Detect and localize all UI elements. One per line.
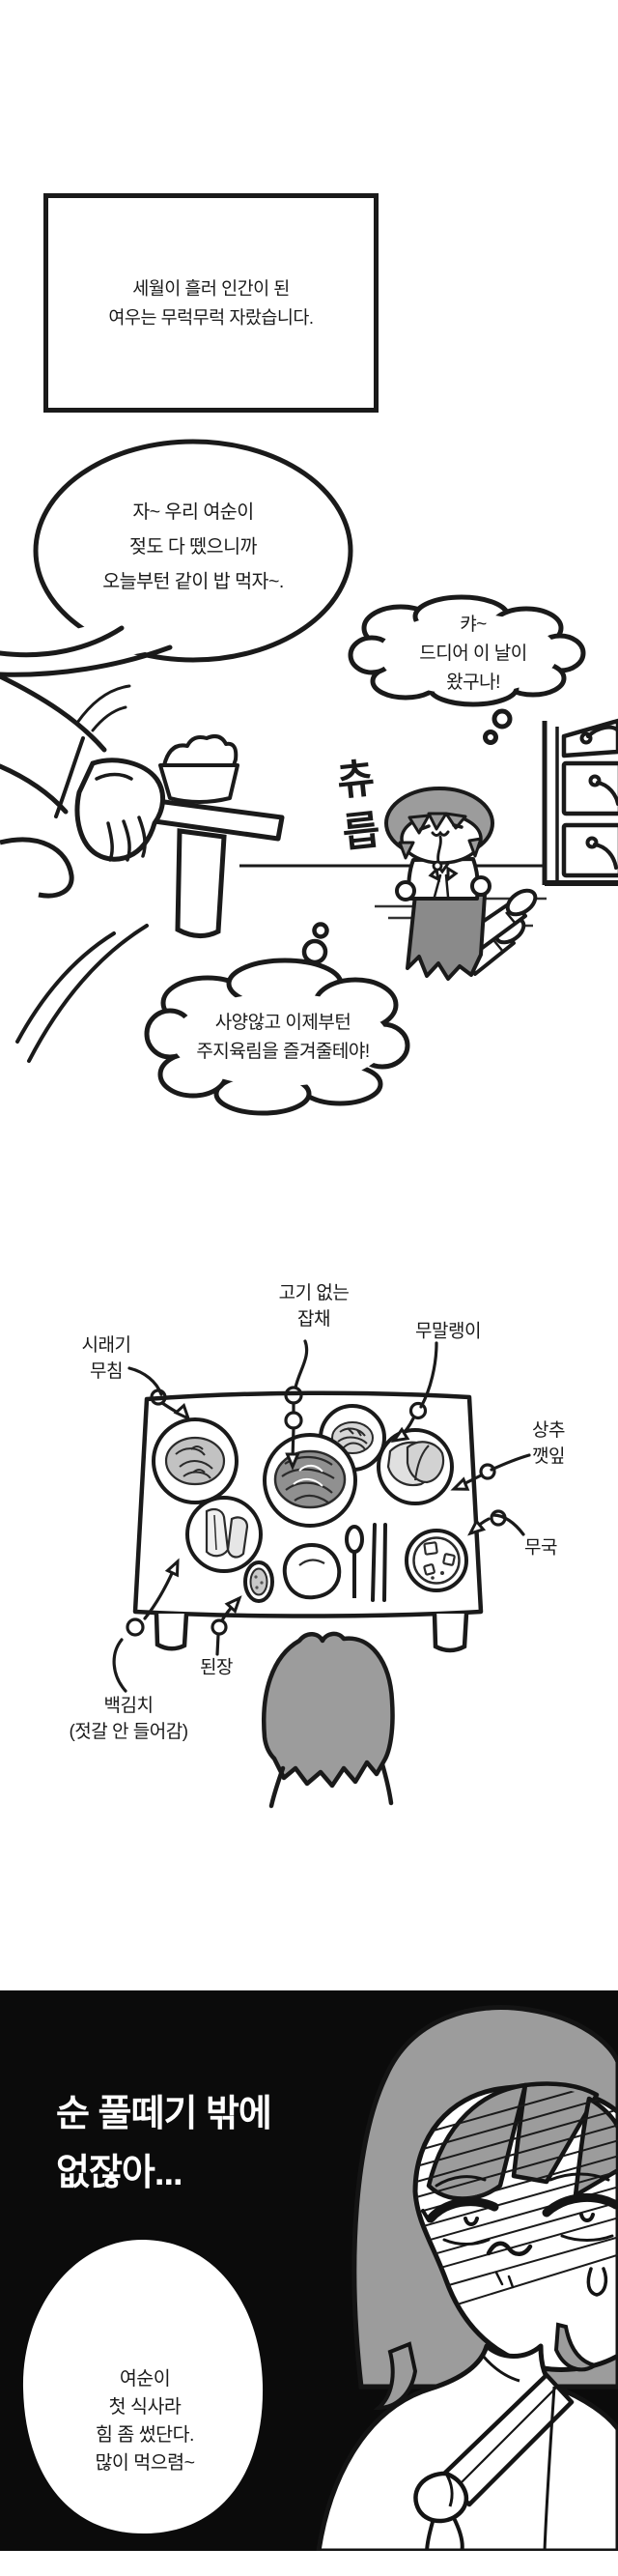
diagram-arrows bbox=[112, 1339, 531, 1693]
narration-text: 세월이 흘러 인간이 된 여우는 무럭무럭 자랐습니다. bbox=[108, 277, 314, 328]
chibi-face-features bbox=[419, 823, 464, 872]
hair-tip-left bbox=[373, 2341, 418, 2411]
label-lettuce: 상추 깻잎 bbox=[532, 1420, 565, 1467]
panel-monologue: 순 풀떼기 밖에 없잖아... bbox=[56, 2094, 272, 2193]
girl-face-drawing bbox=[22, 2005, 618, 2551]
label-japchae: 고기 없는 잡채 bbox=[278, 1283, 350, 1330]
chopsticks bbox=[371, 1523, 387, 1602]
arrow-baekkimchi bbox=[112, 1558, 180, 1693]
rice-dish bbox=[282, 1542, 342, 1600]
arrow-doenjang bbox=[211, 1595, 242, 1656]
serving-scene bbox=[0, 673, 618, 1063]
plate-siraegi bbox=[152, 1417, 239, 1504]
plate-lettuce bbox=[377, 1428, 454, 1505]
dish-doenjang bbox=[243, 1560, 274, 1603]
bangs bbox=[398, 812, 483, 860]
hanbok-collar bbox=[439, 2355, 575, 2551]
soup-bowl-muguk bbox=[405, 1529, 468, 1592]
bangs bbox=[426, 2081, 618, 2201]
thought-cloud-kya bbox=[348, 594, 586, 745]
drawer-chest-drawing bbox=[542, 718, 618, 886]
arrow-muguk bbox=[467, 1509, 525, 1536]
label-doenjang: 된장 bbox=[200, 1657, 233, 1678]
eyes bbox=[421, 2172, 618, 2246]
sitting-fox-girl-drawing bbox=[375, 787, 547, 981]
arrow-mumallaengi bbox=[390, 1341, 438, 1444]
table-leg-right bbox=[432, 1613, 469, 1653]
motion-lines bbox=[15, 684, 149, 1063]
label-mumallaengi: 무말랭이 bbox=[415, 1321, 481, 1342]
thought-cloud-feast bbox=[144, 922, 410, 1116]
mouth bbox=[486, 2241, 533, 2289]
thought-kya-text: 캬~ 드디어 이 날이 왔구나! bbox=[419, 615, 527, 693]
left-fist bbox=[395, 880, 416, 902]
speech-bubble-text: 자~ 우리 여순이 젖도 다 뗐으니까 오늘부턴 같이 밥 먹자~. bbox=[102, 501, 284, 592]
plate-japchae bbox=[263, 1433, 357, 1528]
back-of-head-drawing bbox=[262, 1631, 395, 1809]
sweat-drop bbox=[586, 2267, 608, 2297]
spoon bbox=[345, 1525, 364, 1598]
label-muguk: 무국 bbox=[524, 1537, 557, 1559]
tray-table-drawing bbox=[0, 795, 285, 938]
panel-speech: 여순이 첫 식사라 힘 좀 썼단다. 많이 먹으렴~ bbox=[95, 2368, 195, 2474]
arrow-siraegi bbox=[127, 1366, 191, 1421]
hair-tip-right bbox=[553, 2322, 601, 2372]
arrow-japchae bbox=[284, 1339, 309, 1471]
goreum-ribbon bbox=[413, 2471, 469, 2551]
dark-panel bbox=[0, 1990, 618, 2551]
thought-feast-text: 사양않고 이제부턴 주지육림을 즐겨줄테야! bbox=[196, 1013, 370, 1062]
torso bbox=[407, 857, 480, 901]
right-fist bbox=[470, 875, 492, 897]
speech-bubble-white bbox=[22, 2239, 264, 2534]
arrow-lettuce bbox=[450, 1453, 531, 1491]
skirt bbox=[406, 893, 487, 981]
plate-baekkimchi bbox=[185, 1496, 263, 1573]
arm-drawing bbox=[0, 673, 165, 862]
speech-bubble-outline bbox=[0, 439, 353, 681]
drawer-handles bbox=[579, 725, 618, 870]
table-leg-left bbox=[154, 1613, 189, 1651]
label-baekkimchi: 백김치 (젓갈 안 들어감) bbox=[69, 1696, 188, 1742]
rice-bowl-drawing bbox=[158, 734, 239, 804]
label-siraegi: 시래기 무침 bbox=[81, 1335, 131, 1382]
meal-table-diagram bbox=[112, 1339, 531, 1693]
narration-box: 세월이 흘러 인간이 된 여우는 무럭무럭 자랐습니다. bbox=[43, 193, 379, 413]
